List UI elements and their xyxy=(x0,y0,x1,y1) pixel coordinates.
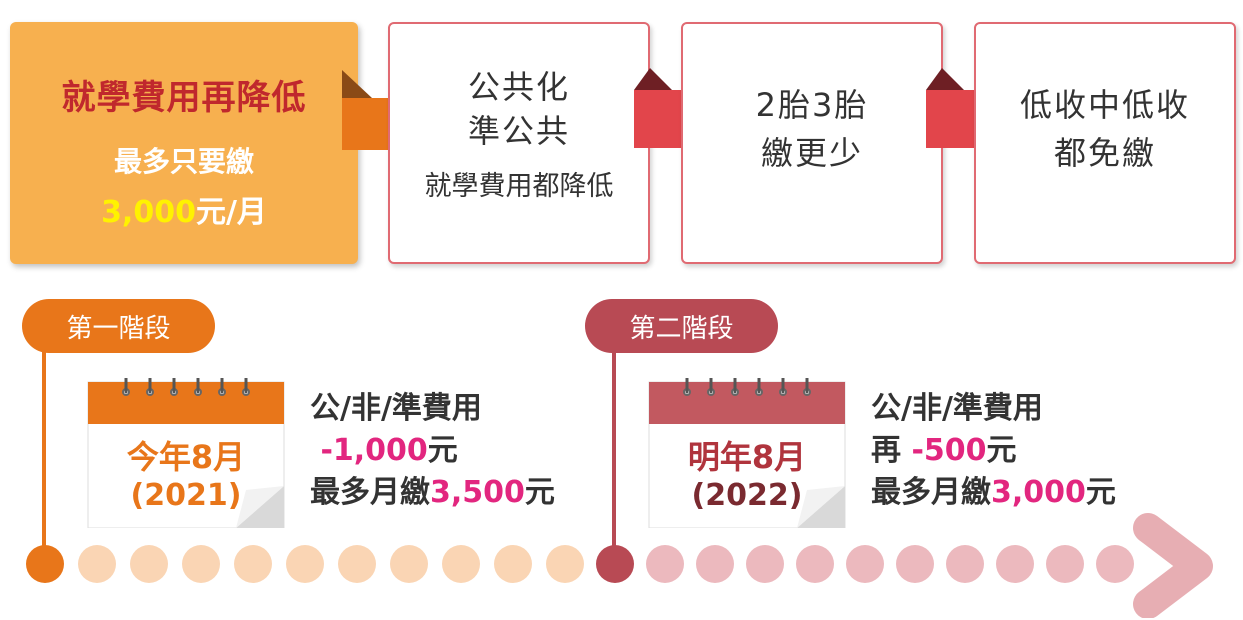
timeline-dot xyxy=(234,545,272,583)
chevron-right-icon xyxy=(1133,513,1213,618)
stage1-stem xyxy=(42,340,46,560)
step2-line1: 2胎3胎 xyxy=(755,86,869,124)
timeline-dot xyxy=(996,545,1034,583)
timeline-dot xyxy=(1096,545,1134,583)
step3-line1: 低收中低收 xyxy=(1019,86,1190,124)
timeline-marker-stage2 xyxy=(596,545,634,583)
stage2-pill: 第二階段 xyxy=(585,299,778,353)
calendar-icon xyxy=(87,378,285,528)
stage2-reduction: -500 xyxy=(911,433,987,468)
timeline-dot xyxy=(796,545,834,583)
stage2-max-line: 最多月繳3,000元 xyxy=(871,472,1116,514)
stage1-max-label: 最多月繳 xyxy=(310,475,430,510)
stage2-calendar-title: 明年8月 xyxy=(687,438,807,476)
stage1-fee-label: 公/非/準費用 xyxy=(310,391,482,426)
main-line1: 最多只要繳 xyxy=(113,145,254,178)
timeline-dot xyxy=(182,545,220,583)
main-unit: 元/月 xyxy=(195,195,267,230)
stage2-reduction-line: 再 -500元 xyxy=(871,430,1116,472)
stage1-calendar-title: 今年8月 xyxy=(126,438,246,476)
stage1-reduction: -1,000 xyxy=(320,433,428,468)
timeline-dot xyxy=(846,545,884,583)
stage2-max-amount: 3,000 xyxy=(991,475,1086,510)
timeline-dot xyxy=(896,545,934,583)
main-summary-box: 就學費用再降低 最多只要繳 3,000元/月 xyxy=(10,22,358,264)
stage1-info: 公/非/準費用 -1,000元 最多月繳3,500元 xyxy=(310,388,555,514)
step2-line2: 繳更少 xyxy=(760,134,863,172)
step1-sub: 就學費用都降低 xyxy=(424,171,614,202)
main-title: 就學費用再降低 xyxy=(61,78,307,118)
timeline-dot xyxy=(338,545,376,583)
stage1-reduction-line: -1,000元 xyxy=(310,430,555,472)
stage2-info: 公/非/準費用 再 -500元 最多月繳3,000元 xyxy=(871,388,1116,514)
timeline-dot xyxy=(696,545,734,583)
timeline-dot xyxy=(746,545,784,583)
timeline-marker-stage1 xyxy=(26,545,64,583)
stage2-fee-label: 公/非/準費用 xyxy=(871,391,1043,426)
stage2-reduction-prefix: 再 xyxy=(871,433,912,468)
step-box-low-income: 低收中低收 都免繳 xyxy=(974,22,1236,264)
timeline-dot xyxy=(390,545,428,583)
timeline-dot xyxy=(646,545,684,583)
step-box-siblings: 2胎3胎 繳更少 xyxy=(681,22,943,264)
stage2-max-unit: 元 xyxy=(1085,475,1116,510)
timeline-dot xyxy=(130,545,168,583)
stage2-calendar-year: (2022) xyxy=(691,478,803,513)
timeline-dot xyxy=(494,545,532,583)
timeline-dot xyxy=(78,545,116,583)
stage1-pill: 第一階段 xyxy=(22,299,215,353)
step-box-public: 公共化 準公共 就學費用都降低 xyxy=(388,22,650,264)
step1-line2: 準公共 xyxy=(467,112,570,150)
step3-line2: 都免繳 xyxy=(1053,134,1156,172)
stage1-max-amount: 3,500 xyxy=(430,475,525,510)
stage1-calendar-year: (2021) xyxy=(130,478,242,513)
main-amount: 3,000 xyxy=(101,195,196,230)
timeline-dot xyxy=(1046,545,1084,583)
main-line2: 3,000元/月 xyxy=(10,187,358,231)
calendar-icon xyxy=(648,378,846,528)
timeline-dot xyxy=(946,545,984,583)
timeline-dot xyxy=(286,545,324,583)
step1-line1: 公共化 xyxy=(467,68,570,106)
stage2-reduction-unit: 元 xyxy=(986,433,1017,468)
timeline-dot xyxy=(546,545,584,583)
timeline-dot xyxy=(442,545,480,583)
stage1-max-line: 最多月繳3,500元 xyxy=(310,472,555,514)
stage1-max-unit: 元 xyxy=(524,475,555,510)
stage1-reduction-unit: 元 xyxy=(427,433,458,468)
stage2-max-label: 最多月繳 xyxy=(871,475,991,510)
stage2-stem xyxy=(612,340,616,560)
